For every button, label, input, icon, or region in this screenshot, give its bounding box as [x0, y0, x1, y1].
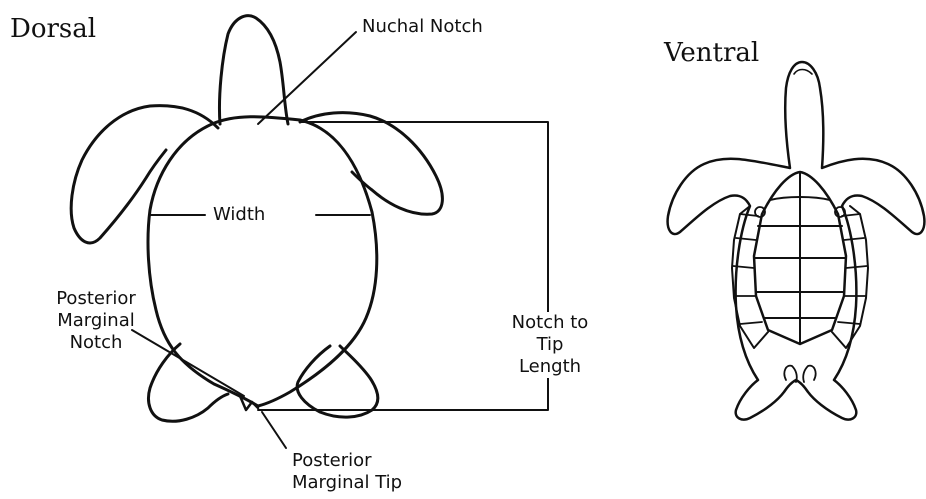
nuchal-notch-label: Nuchal Notch [362, 16, 483, 38]
notch-to-tip-length-line-3: Length [508, 356, 592, 378]
dorsal-carapace [148, 117, 377, 406]
posterior-marginal-tip-label: Posterior Marginal Tip [292, 450, 402, 494]
dorsal-title: Dorsal [10, 16, 96, 42]
dorsal-left-front-flipper [71, 106, 218, 243]
ventral-outline [668, 62, 925, 420]
posterior-marginal-tip-line-2: Marginal Tip [292, 472, 402, 494]
ventral-turtle [668, 62, 925, 420]
posterior-marginal-tip-line-1: Posterior [292, 450, 402, 472]
notch-to-tip-length-line-1: Notch to [508, 312, 592, 334]
posterior-marginal-notch-line-3: Notch [56, 332, 136, 354]
ventral-title: Ventral [664, 40, 759, 66]
posterior-marginal-notch-leader [132, 330, 244, 396]
width-label: Width [209, 204, 269, 226]
notch-to-tip-length-line-2: Tip [508, 334, 592, 356]
posterior-marginal-notch-line-1: Posterior [56, 288, 136, 310]
nuchal-notch-leader [258, 32, 356, 124]
posterior-marginal-notch-line-2: Marginal [56, 310, 136, 332]
posterior-marginal-notch-label: Posterior Marginal Notch [56, 288, 136, 354]
dorsal-left-rear-flipper [149, 344, 229, 421]
posterior-marginal-tip-leader [262, 412, 286, 448]
dorsal-head [219, 16, 288, 124]
notch-to-tip-length-label: Notch to Tip Length [504, 312, 596, 378]
